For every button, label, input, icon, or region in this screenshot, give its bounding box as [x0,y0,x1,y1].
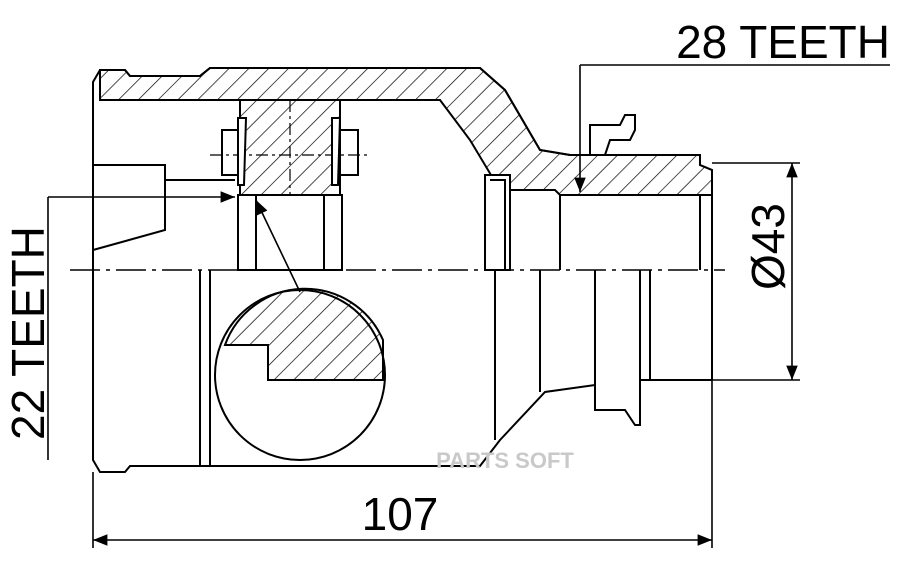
outer-spline-leader [574,64,890,192]
length-label: 107 [362,488,439,540]
retaining-clip [589,114,636,156]
outer-spline-label: 28 TEETH [676,16,890,68]
housing-exterior [92,270,712,473]
spline-detail-circle [214,287,386,461]
watermark: PARTS SOFT [436,448,574,473]
tripod-bearing [210,99,370,271]
length-dimension [92,380,713,548]
housing-section [92,67,713,380]
seal-ring [484,174,511,271]
inner-spline-leader [47,191,301,460]
inner-spline-label: 22 TEETH [2,226,54,440]
diameter-dimension [712,162,800,381]
diameter-label: Ø43 [742,203,794,290]
